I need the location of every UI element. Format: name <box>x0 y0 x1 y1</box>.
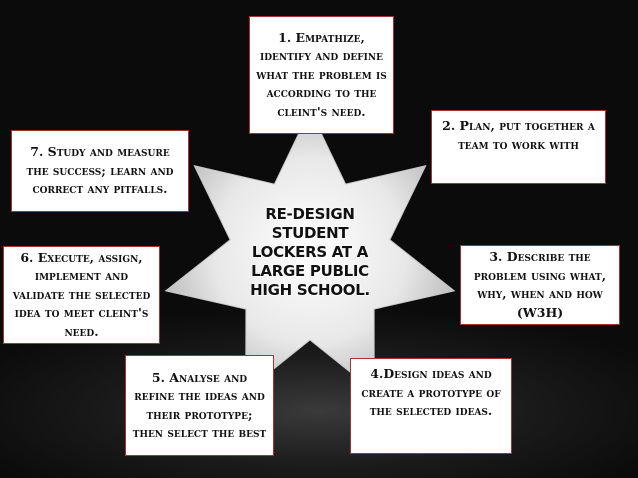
step-1-box: 1. Empathize, identify and define what t… <box>249 16 394 134</box>
center-title: Re-design student lockers at a large pub… <box>250 205 370 299</box>
step-7-box: 7. Study and measure the success; learn … <box>11 130 189 212</box>
step-2-text: 2. Plan, put together a team to work wit… <box>442 118 595 152</box>
step-7-text: 7. Study and measure the success; learn … <box>26 144 174 197</box>
step-5-text: 5. Analyse and refine the ideas and thei… <box>132 369 267 441</box>
step-6-box: 6. Execute, assign, implement and valida… <box>3 246 160 344</box>
step-4-text: 4.Design ideas and create a prototype of… <box>361 366 501 418</box>
step-2-box: 2. Plan, put together a team to work wit… <box>431 110 606 184</box>
step-5-box: 5. Analyse and refine the ideas and thei… <box>125 355 274 456</box>
step-6-text: 6. Execute, assign, implement and valida… <box>12 249 151 339</box>
step-4-box: 4.Design ideas and create a prototype of… <box>350 358 512 454</box>
step-1-text: 1. Empathize, identify and define what t… <box>256 29 387 119</box>
step-3-box: 3. Describe the problem using what, why,… <box>460 245 620 325</box>
step-3-text: 3. Describe the problem using what, why,… <box>473 249 607 320</box>
